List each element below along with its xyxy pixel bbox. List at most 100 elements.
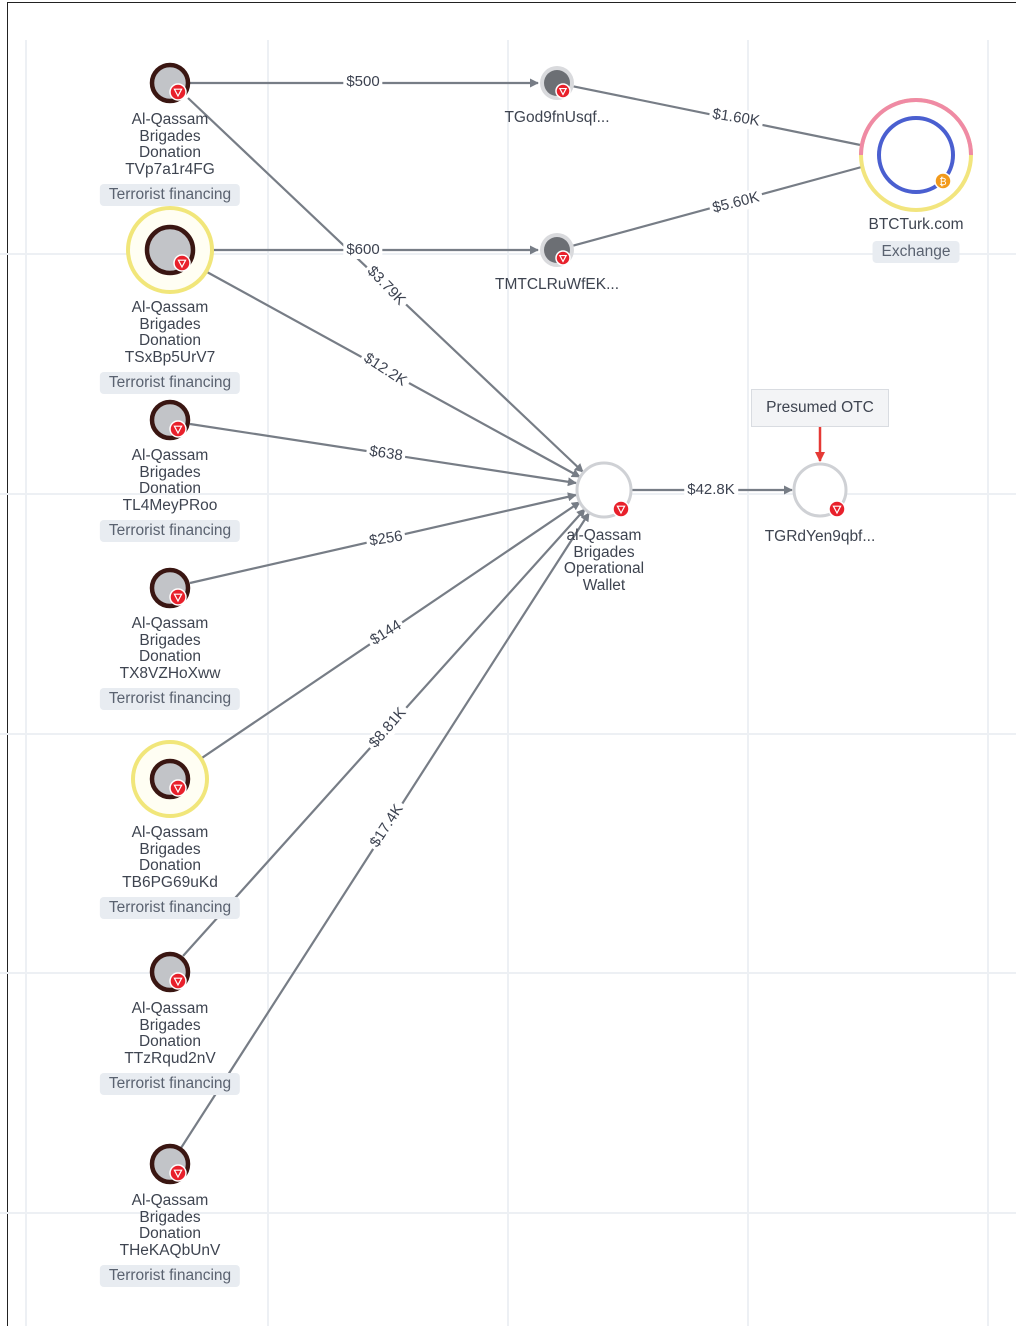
grid-line-horizontal — [0, 733, 1016, 735]
terrorist-financing-tag: Terrorist financing — [99, 372, 241, 394]
tron-badge-icon — [612, 500, 630, 518]
tron-badge-icon — [169, 1164, 187, 1182]
donor-node-d2[interactable] — [126, 206, 214, 294]
terrorist-financing-tag: Terrorist financing — [99, 520, 241, 542]
terrorist-financing-tag: Terrorist financing — [99, 1265, 241, 1287]
intermediate-label: TGod9fnUsqf... — [504, 109, 610, 126]
intermediate-label: TMTCLRuWfEK... — [494, 276, 620, 293]
presumed-otc-callout: Presumed OTC — [751, 389, 889, 427]
grid-line-vertical — [267, 40, 269, 1326]
donor-label-line: Brigades — [139, 840, 201, 858]
donor-label-line: TL4MeyPRoo — [122, 496, 218, 514]
donor-label-line: Brigades — [139, 1208, 201, 1226]
donor-label-line: TSxBp5UrV7 — [124, 348, 216, 366]
donor-label-line: TVp7a1r4FG — [125, 160, 215, 178]
donor-label-line: Brigades — [139, 463, 201, 481]
graph-canvas-frame — [7, 2, 1016, 1326]
exchange-node[interactable]: ₿ — [859, 98, 973, 212]
donor-label-line: Donation — [138, 1225, 202, 1242]
donor-label-line: Al-Qassam — [131, 1000, 209, 1017]
donor-label-line: THeKAQbUnV — [119, 1241, 221, 1259]
donor-node-d7[interactable] — [149, 1143, 191, 1185]
donor-node-d4[interactable] — [149, 567, 191, 609]
bitcoin-glyph: ₿ — [939, 176, 946, 188]
donor-label-line: Donation — [138, 1033, 202, 1050]
donor-label-line: Brigades — [139, 631, 201, 649]
terrorist-financing-tag: Terrorist financing — [99, 688, 241, 710]
exchange-label: BTCTurk.com — [868, 216, 964, 233]
grid-line-horizontal — [0, 972, 1016, 974]
donor-label-line: TB6PG69uKd — [122, 873, 218, 891]
tron-badge-icon — [169, 972, 187, 990]
grid-line-horizontal — [0, 1212, 1016, 1214]
tron-badge-icon — [169, 779, 187, 797]
donor-label-line: Brigades — [139, 127, 201, 145]
grid-line-vertical — [25, 40, 27, 1326]
donor-node-d3[interactable] — [149, 399, 191, 441]
tron-logo-glyph — [173, 88, 183, 98]
operational-wallet-label-line: Brigades — [573, 543, 635, 561]
tron-badge-icon — [555, 250, 571, 266]
tron-badge-icon — [555, 83, 571, 99]
exchange-tag: Exchange — [872, 241, 960, 263]
tron-badge-icon — [169, 420, 187, 438]
donor-label-line: Brigades — [139, 315, 201, 333]
exchange-inner-ring — [877, 116, 955, 194]
operational-wallet-label-line: Operational — [563, 560, 645, 577]
tron-logo-glyph — [173, 593, 183, 603]
grid-line-vertical — [747, 40, 749, 1326]
tron-badge-icon — [828, 500, 846, 518]
donor-node-d5[interactable] — [131, 740, 209, 818]
intermediate-node-i2[interactable] — [540, 233, 574, 267]
tron-badge-icon — [173, 254, 191, 272]
donor-label-line: Brigades — [139, 1016, 201, 1034]
tron-logo-glyph — [177, 259, 187, 269]
tron-logo-glyph — [173, 977, 183, 987]
donor-label-line: Donation — [138, 857, 202, 874]
exchange-outer-ring-pink — [859, 98, 973, 156]
bitcoin-badge-icon — [934, 172, 952, 190]
donor-label-line: TTzRqud2nV — [124, 1049, 216, 1067]
donor-label-line: Al-Qassam — [131, 1192, 209, 1209]
edge-amount-label: $500 — [343, 73, 383, 91]
tron-badge-icon — [169, 588, 187, 606]
operational-wallet-node[interactable] — [575, 461, 633, 519]
grid-line-horizontal — [0, 493, 1016, 495]
tron-logo-glyph — [616, 505, 626, 515]
donor-label-line: Donation — [138, 144, 202, 161]
operational-wallet-label-line: Wallet — [582, 576, 626, 594]
donor-label-line: TX8VZHoXww — [119, 664, 221, 682]
donor-node-d1[interactable] — [149, 62, 191, 104]
tron-logo-glyph — [173, 1169, 183, 1179]
terrorist-financing-tag: Terrorist financing — [99, 1073, 241, 1095]
donor-label-line: Al-Qassam — [131, 824, 209, 841]
tron-logo-glyph — [173, 425, 183, 435]
presumed-otc-callout-text: Presumed OTC — [766, 399, 874, 416]
tron-logo-glyph — [173, 784, 183, 794]
donor-label-line: Donation — [138, 648, 202, 665]
otc-wallet-label: TGRdYen9qbf... — [764, 528, 876, 545]
donor-label-line: Al-Qassam — [131, 615, 209, 632]
edge-amount-label: $42.8K — [684, 481, 738, 499]
tron-logo-glyph — [558, 254, 568, 263]
tron-logo-glyph — [558, 87, 568, 96]
grid-line-vertical — [507, 40, 509, 1326]
terrorist-financing-tag: Terrorist financing — [99, 184, 241, 206]
grid-line-horizontal — [0, 253, 1016, 255]
edge-amount-label: $600 — [343, 241, 383, 259]
terrorist-financing-tag: Terrorist financing — [99, 897, 241, 919]
otc-wallet-node[interactable] — [792, 462, 848, 518]
donor-label-line: Al-Qassam — [131, 111, 209, 128]
intermediate-node-i1[interactable] — [540, 66, 574, 100]
donor-label-line: Al-Qassam — [131, 447, 209, 464]
donor-label-line: Donation — [138, 332, 202, 349]
donor-node-d6[interactable] — [149, 951, 191, 993]
